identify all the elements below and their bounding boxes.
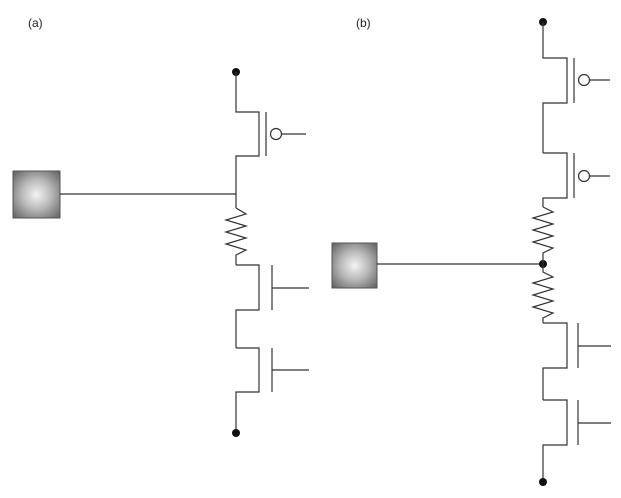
resistor-a: [223, 207, 249, 265]
nmos-transistor-a-1: [235, 264, 309, 348]
nmos-transistor-b-2: [542, 399, 611, 482]
pmos-transistor-a: [235, 72, 306, 208]
resistor-b-lower: [530, 264, 556, 323]
nmos-transistor-b-1: [542, 322, 611, 400]
io-pad-a: [12, 170, 61, 219]
panel-a: (a): [12, 16, 309, 437]
pmos-transistor-b-2: [542, 152, 610, 207]
resistor-b-upper: [530, 206, 556, 264]
io-pad-b: [331, 242, 378, 289]
pmos-transistor-b-1: [542, 22, 610, 153]
panel-a-label: (a): [28, 16, 43, 30]
gnd-node-a: [232, 429, 240, 437]
nmos-transistor-a-2: [235, 347, 309, 433]
panel-b: (b): [331, 16, 611, 486]
gnd-node-b: [539, 478, 547, 486]
panel-b-label: (b): [356, 16, 371, 30]
